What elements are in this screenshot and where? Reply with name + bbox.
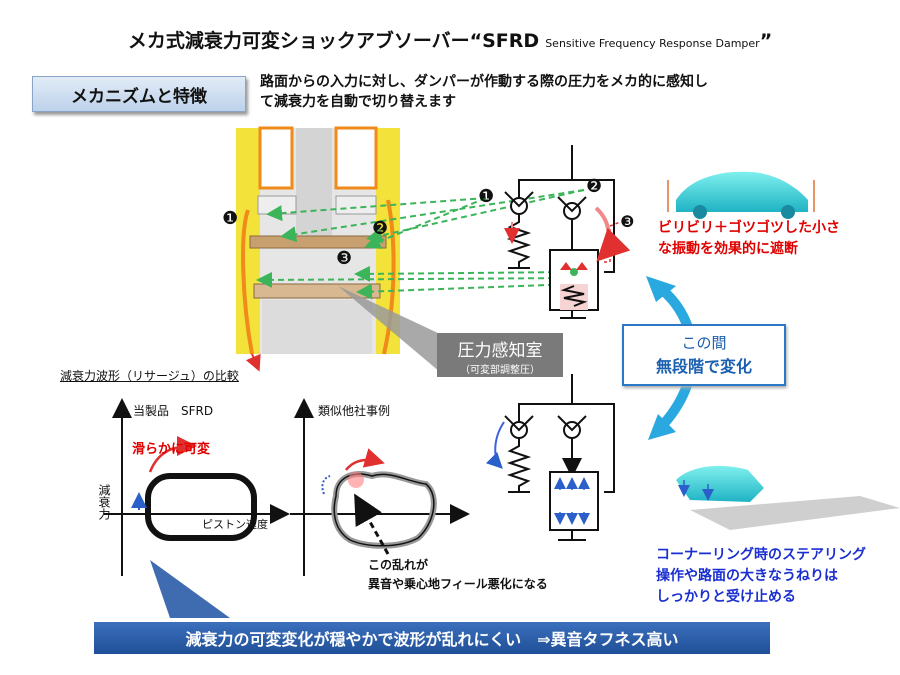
smooth-label: 滑らかに可変 (132, 442, 211, 457)
page-title: メカ式減衰力可変ショックアブソーバー“SFRD Sensitive Frequen… (0, 26, 900, 53)
vibration-note-line-1: ビリビリ＋ゴツゴツした小さ (658, 220, 840, 236)
stepless-line-2: 無段階で変化 (655, 357, 752, 376)
chamber-sub: （可変部調整圧） (460, 365, 540, 376)
cornering-note-line-1: コーナーリング時のステアリング (656, 547, 866, 563)
schematic-top (504, 145, 615, 319)
disorder-note: この乱れが 異音や乗心地フィール悪化になる (368, 556, 548, 594)
intro-text: 路面からの入力に対し、ダンパーが作動する際の圧力をメカ的に感知し て減衰力を自動… (260, 72, 780, 112)
title-main: メカ式減衰力可変ショックアブソーバー“SFRD (127, 30, 540, 52)
conclusion-bar: 減衰力の可変変化が穏やかで波形が乱れにくい ⇒異音タフネス高い (94, 622, 770, 654)
title-sub: Sensitive Frequency Response Damper (545, 37, 760, 50)
vibration-note-line-2: な振動を効果的に遮断 (658, 241, 798, 257)
marker-1-left: ❶ (222, 208, 239, 229)
car-top-illustration (667, 171, 815, 219)
intro-line-2: て減衰力を自動で切り替えます (260, 94, 456, 110)
cornering-note-line-3: しっかりと受け止める (656, 589, 796, 605)
stepless-box: この間 無段階で変化 (622, 324, 786, 386)
competitor-graph-label: 類似他社事例 (318, 404, 391, 418)
marker-3-left: ❸ (336, 248, 353, 269)
mechanism-label: メカニズムと特徴 (71, 86, 207, 107)
title-close: ” (759, 30, 773, 52)
marker-2-left: ❷ (372, 218, 389, 239)
marker-3-right: ❸ (620, 212, 635, 231)
cornering-note: コーナーリング時のステアリング 操作や路面の大きなうねりは しっかりと受け止める (656, 545, 886, 608)
waveform-title: 減衰力波形（リサージュ）の比較 (60, 369, 239, 383)
y-axis-label: 減衰力 (97, 484, 111, 520)
competitor-waveform (331, 471, 437, 549)
vibration-note: ビリビリ＋ゴツゴツした小さ な振動を効果的に遮断 (658, 218, 858, 260)
marker-1-right: ❶ (478, 186, 495, 207)
disorder-line-2: 異音や乗心地フィール悪化になる (368, 577, 548, 591)
mechanism-label-box: メカニズムと特徴 (32, 76, 246, 112)
disorder-line-1: この乱れが (368, 558, 429, 572)
stepless-line-1: この間 (681, 334, 727, 352)
pressure-chamber-label: 圧力感知室 （可変部調整圧） (437, 333, 563, 377)
sfrd-graph-label: 当製品 SFRD (133, 404, 214, 418)
conclusion-text: 減衰力の可変変化が穏やかで波形が乱れにくい ⇒異音タフネス高い (185, 630, 679, 649)
marker-2-right: ❷ (586, 176, 603, 197)
damper-cross-section (236, 126, 400, 372)
cornering-note-line-2: 操作や路面の大きなうねりは (656, 568, 838, 584)
car-bottom-illustration (676, 465, 900, 530)
sfrd-waveform (145, 473, 257, 541)
intro-line-1: 路面からの入力に対し、ダンパーが作動する際の圧力をメカ的に感知し (260, 74, 708, 90)
x-axis-label: ピストン速度 (202, 518, 268, 531)
chamber-title: 圧力感知室 (457, 341, 543, 361)
